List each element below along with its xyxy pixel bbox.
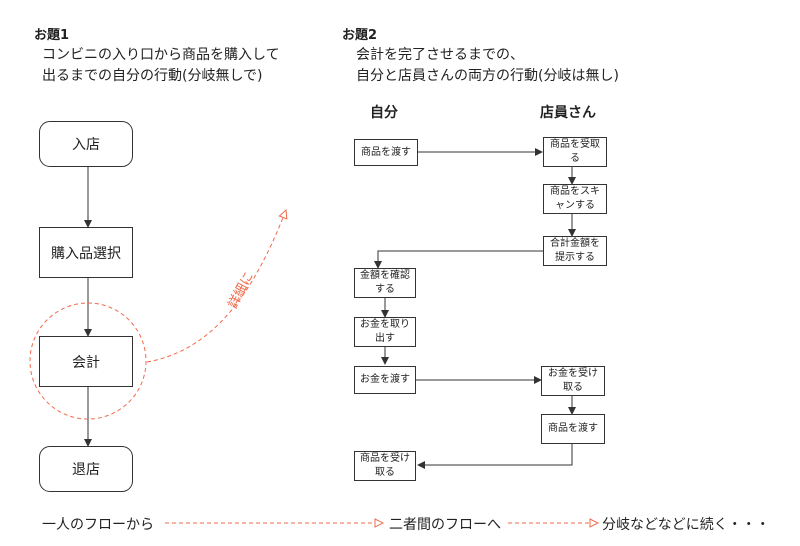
- node-enter-store: 入店: [39, 121, 133, 167]
- task2-description-line1: 会計を完了させるまでの、: [356, 47, 524, 63]
- step-clerk-hand-items: 商品を渡す: [541, 414, 605, 444]
- step-clerk-show-total: 合計金額を 提示する: [543, 236, 607, 266]
- node-enter-store-label: 入店: [72, 137, 100, 153]
- step-self-hand-items: 商品を渡す: [354, 139, 418, 166]
- task1-heading: お題1: [34, 28, 70, 43]
- highlight-circle: [29, 302, 147, 420]
- step-self-take-out-money: お金を取り 出す: [354, 317, 416, 347]
- task1-description-line2: 出るまでの自分の行動(分岐無しで): [42, 68, 263, 84]
- lane-clerk-label: 店員さん: [540, 105, 596, 121]
- step-self-hand-money: お金を渡す: [354, 366, 416, 394]
- step-clerk-scan-items: 商品をスキ ャンする: [543, 184, 607, 214]
- node-checkout-label: 会計: [72, 354, 100, 371]
- node-select-items-label: 購入品選択: [51, 245, 121, 262]
- progression-step-two-party: 二者間のフローへ: [389, 517, 501, 533]
- step-self-check-amount: 金額を確認 する: [354, 268, 416, 298]
- step-self-receive-items: 商品を受け 取る: [354, 451, 416, 481]
- task2-description-line2: 自分と店員さんの両方の行動(分岐は無し): [356, 68, 619, 84]
- arrow-c3-s2: [374, 250, 543, 269]
- node-exit-store-label: 退店: [72, 462, 100, 478]
- node-exit-store: 退店: [39, 446, 133, 492]
- task2-heading: お題2: [342, 28, 378, 43]
- node-checkout: 会計: [39, 336, 133, 387]
- step-clerk-receive-items: 商品を受取 る: [543, 137, 607, 167]
- progression-step-branching: 分岐などなどに続く・・・: [602, 517, 770, 533]
- progression-step-one-person: 一人のフローから: [42, 517, 154, 533]
- lane-self-label: 自分: [370, 105, 398, 121]
- step-clerk-receive-money: お金を受け 取る: [541, 366, 605, 396]
- task1-description-line1: コンビニの入り口から商品を購入して: [42, 47, 280, 63]
- node-select-items: 購入品選択: [39, 227, 133, 278]
- arrow-c5-s5: [417, 444, 573, 469]
- detail-arrow: [146, 210, 286, 363]
